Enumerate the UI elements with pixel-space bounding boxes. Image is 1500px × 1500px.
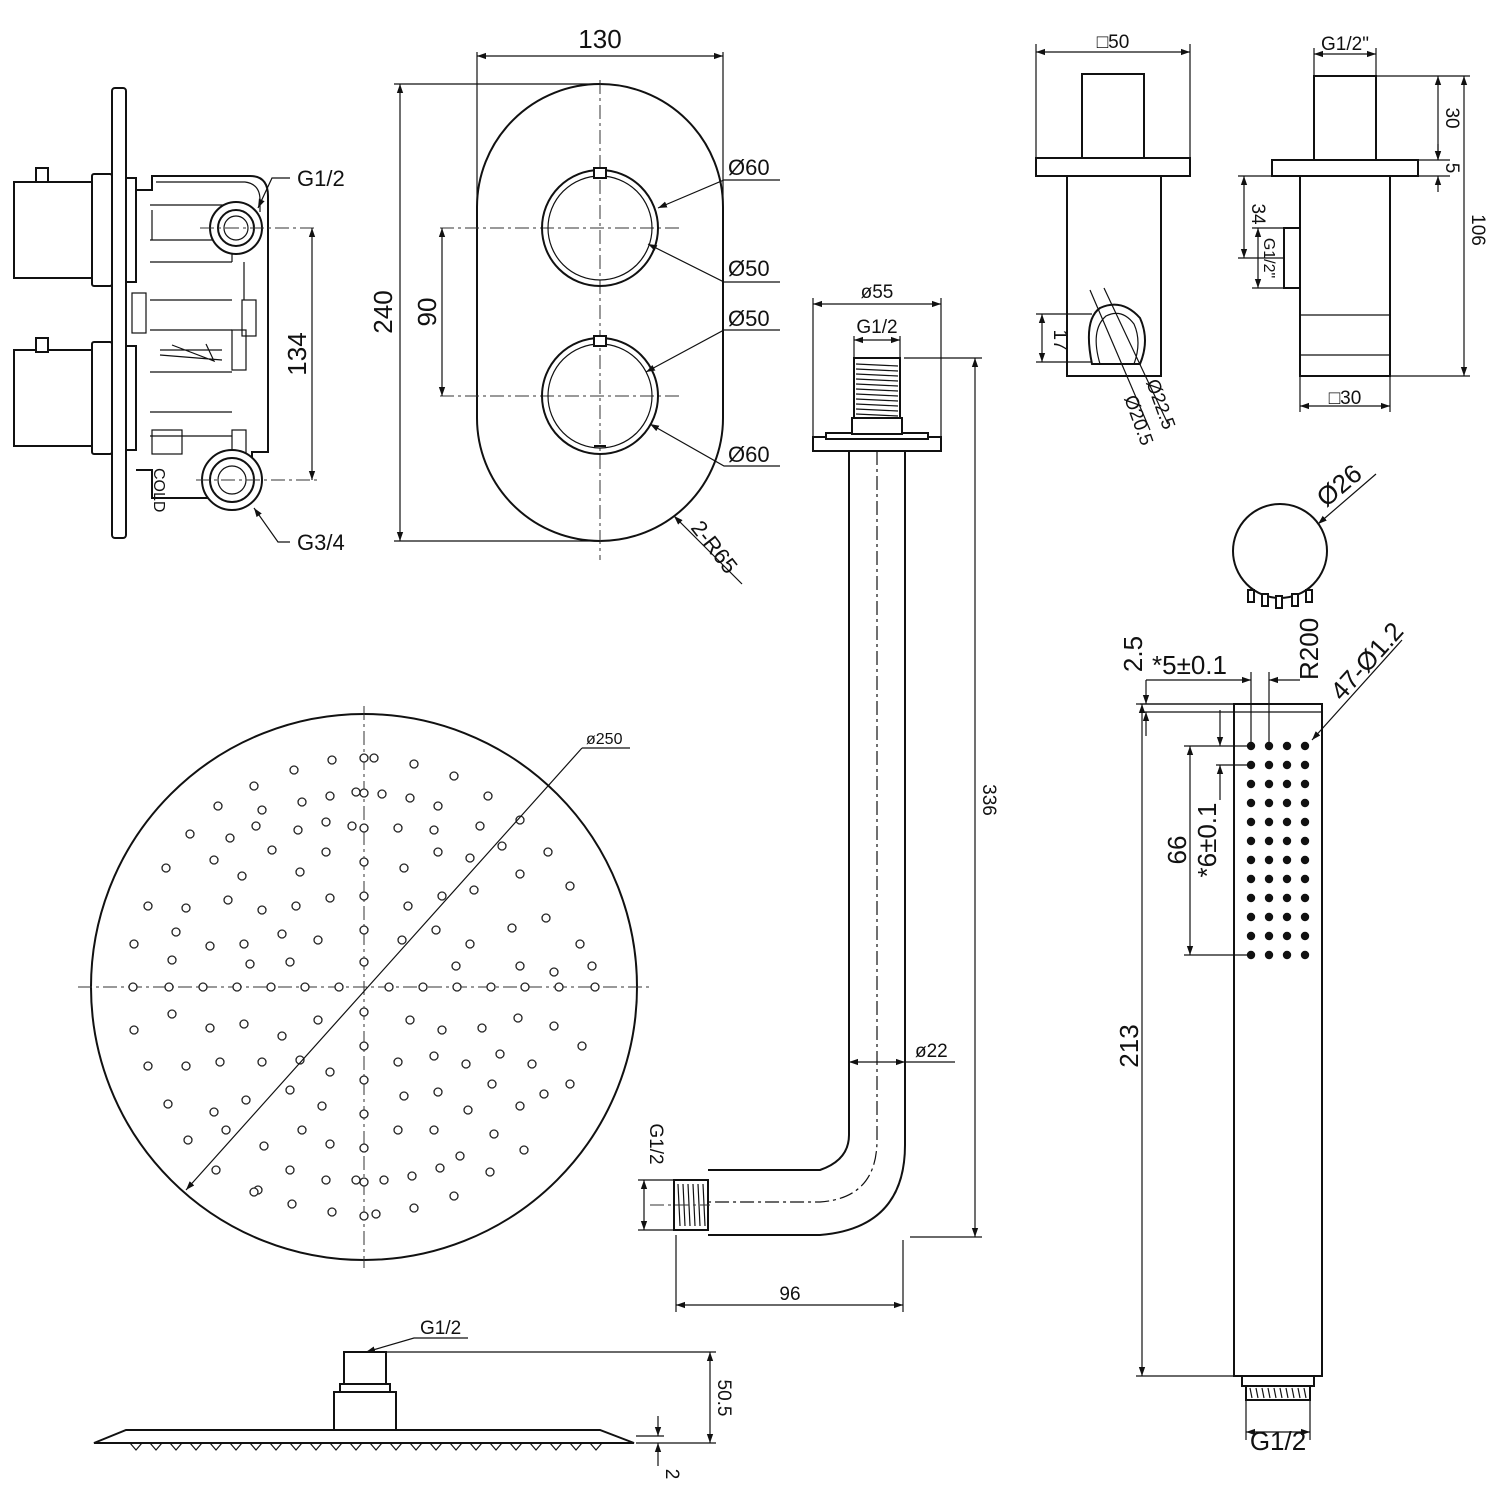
inner-ring-bottom-diameter: Ø50 [728,306,770,331]
rain-head-side-view: G1/2 50.5 2 [93,1318,734,1480]
bracket-front-width: □50 [1097,32,1130,53]
arm-projection-dimension: 96 [779,1284,800,1305]
hand-shower-end-view: Ø26 [1232,458,1377,609]
top-thread-hatch [855,363,899,417]
arm-length-dimension: 336 [978,784,999,816]
outer-ring-bottom-diameter: Ø60 [728,442,770,467]
wall-outlet-side-view: G1/2" 30 5 106 34 G1/2" □30 [1238,34,1488,412]
handle-centres-dimension: 90 [412,298,442,327]
corner-radius-label: 2-R65 [686,516,743,579]
pipe-diameter: ø22 [915,1041,948,1062]
holder-height-dimension: 17 [1049,329,1070,350]
cold-label: COLD [150,468,167,512]
rain-head-height: 50.5 [713,1380,734,1417]
hole-pitch-horizontal: *5±0.1 [1152,650,1227,680]
outer-ring-top-diameter: Ø60 [728,155,770,180]
valve-body-view: COLD G1/2 G3/4 134 [13,87,345,555]
arm-top-thread: G1/2 [856,317,897,338]
nozzle-span-dimension: 66 [1162,836,1192,865]
top-inlet-thread: G1/2 [297,166,345,191]
rain-head-nozzles [128,753,600,1221]
outlet-offset-dimension: 34 [1247,203,1268,225]
bracket-body-width: □30 [1329,388,1362,409]
handle-thread-hatch [1249,1387,1307,1399]
bracket-top-thread: G1/2" [1321,34,1369,55]
bottom-inlet-thread: G3/4 [297,530,345,555]
outlet-thread: G1/2" [1260,238,1277,278]
shower-arm-view: ø55 G1/2 336 ø22 G1/2 96 [638,282,999,1312]
plate-nozzle-row [129,1442,603,1451]
wall-outlet-front-view: □50 17 Ø20.5 Ø22.5 [1035,32,1191,448]
bracket-flange-thickness: 5 [1441,163,1462,174]
hand-shower-side-view: 2.5 *5±0.1 R200 47-Ø1.2 66 *6±0.1 213 G1… [1114,616,1409,1456]
flange-diameter: ø55 [861,282,894,303]
rain-head-thread: G1/2 [420,1318,461,1339]
inner-ring-top-diameter: Ø50 [728,256,770,281]
nozzle-count-diameter: 47-Ø1.2 [1324,616,1409,706]
hand-head-diameter: Ø26 [1311,458,1368,513]
rain-head-diameter: ø250 [586,731,623,748]
hand-top-offset: 2.5 [1118,636,1148,672]
faceplate-view: 130 240 90 Ø60 Ø50 Ø50 Ø60 2-R65 [368,24,780,585]
faceplate-height-dimension: 240 [368,290,398,333]
hand-end-radius: R200 [1294,618,1324,680]
arm-side-thread: G1/2 [645,1123,666,1164]
hand-thread: G1/2 [1250,1426,1306,1456]
faceplate-width-dimension: 130 [578,24,621,54]
valve-centres-dimension: 134 [282,332,312,375]
bracket-top-height: 30 [1441,107,1462,128]
hand-length-dimension: 213 [1114,1024,1144,1067]
plate-thickness: 2 [661,1469,682,1480]
hole-pitch-vertical: *6±0.1 [1192,803,1222,878]
bracket-total-height: 106 [1467,214,1488,246]
rain-head-plan-view: ø250 [78,706,652,1268]
